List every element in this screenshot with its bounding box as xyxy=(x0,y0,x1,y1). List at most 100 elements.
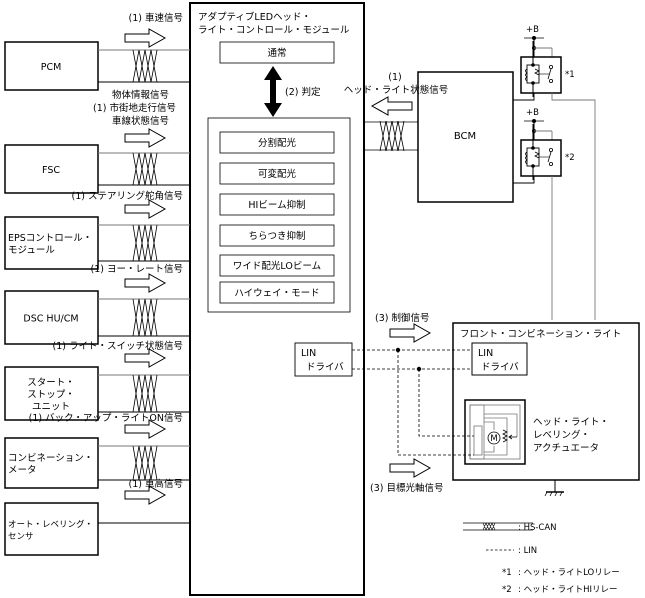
dsc-signal-arrow xyxy=(124,273,166,293)
dsc-box xyxy=(4,290,99,345)
control-signal-label: (3) 制御信号 xyxy=(375,312,429,324)
ssu-label-line: ユニット xyxy=(32,402,70,413)
front-lin-driver-box xyxy=(471,342,528,376)
fsc-signal-label: 物体情報信号 xyxy=(112,89,169,101)
module-ssu: スタート・ストップ・ユニット (1) ライト・スイッチ状態信号 xyxy=(4,340,190,421)
twisted-pair-icon xyxy=(132,374,158,413)
ssu-signal-label: (1) ライト・スイッチ状態信号 xyxy=(53,340,183,352)
mode-box xyxy=(219,224,335,247)
relay-1-supply: +B xyxy=(526,25,539,35)
mode-box xyxy=(219,254,335,277)
main-lin-driver-line1: LIN xyxy=(301,348,316,359)
fsc-signal-label: (1) 市街地走行信号 xyxy=(93,102,176,114)
mode-label: 分割配光 xyxy=(258,137,297,149)
actuator-line1: ヘッド・ライト・ xyxy=(533,417,609,428)
pcm-signal-label: (1) 車速信号 xyxy=(129,12,183,24)
module-als: オート・レベリング・センサ (1) 車高信号 xyxy=(4,478,190,556)
target-signal-label: (3) 目標光軸信号 xyxy=(370,482,443,494)
mode-box xyxy=(219,162,335,185)
meter-box xyxy=(4,437,99,489)
mode-box xyxy=(219,131,335,154)
ssu-box xyxy=(4,366,99,421)
eps-signal-label: (1) ステアリング舵角信号 xyxy=(72,190,183,202)
judge-double-arrow xyxy=(264,66,282,117)
pcm-box xyxy=(4,41,99,91)
dsc-signal-label: (1) ヨー・レート信号 xyxy=(91,263,183,275)
twisted-pair-icon xyxy=(132,49,158,83)
twisted-pair-icon xyxy=(132,152,158,186)
mode-label: ちらつき抑制 xyxy=(248,230,305,242)
motor-icon xyxy=(487,431,501,445)
dsc-label-line: DSC HU/CM xyxy=(23,314,78,325)
mode-box xyxy=(219,281,335,304)
ssu-label-line: スタート・ xyxy=(27,378,75,389)
als-signal-label: (1) 車高信号 xyxy=(129,478,183,490)
fsc-box xyxy=(4,144,99,194)
relay-2: +B *2 xyxy=(513,108,575,320)
eps-label-line: モジュール xyxy=(8,245,55,256)
control-signal-arrow xyxy=(389,323,431,343)
front-lin-driver-line1: LIN xyxy=(478,348,493,359)
relay-2-mark: *2 xyxy=(565,153,575,163)
legend-mark-1: *1 xyxy=(502,568,512,578)
judge-label: (2) 判定 xyxy=(285,86,321,98)
ground-icon xyxy=(544,480,564,497)
fsc-signal-arrow xyxy=(124,128,166,148)
bcm-box xyxy=(417,71,514,203)
target-signal-arrow xyxy=(389,458,431,478)
bcm-label: BCM xyxy=(454,131,476,142)
module-meter: コンビネーション・メータ (1) バック・アップ・ライトON信号 xyxy=(4,412,190,489)
mode-label: 可変配光 xyxy=(258,168,297,180)
pcm-signal-arrow xyxy=(124,28,166,48)
fsc-label-line: FSC xyxy=(42,165,60,176)
front-light-title: フロント・コンビネーション・ライト xyxy=(460,329,621,340)
normal-mode-label: 通常 xyxy=(267,47,286,59)
mode-box xyxy=(219,193,335,216)
module-pcm: PCM (1) 車速信号 xyxy=(4,12,190,91)
module-dsc: DSC HU/CM (1) ヨー・レート信号 xyxy=(4,263,190,345)
meter-label-line: メータ xyxy=(8,465,37,476)
relay-1: +B *1 xyxy=(513,25,596,320)
eps-signal-arrow xyxy=(124,199,166,219)
main-module-title-line1: アダプティブLEDヘッド・ xyxy=(198,11,311,23)
main-module-title-line2: ライト・コントロール・モジュール xyxy=(198,25,350,36)
bcm-signal-arrow xyxy=(370,96,413,116)
normal-mode-box xyxy=(219,41,335,64)
legend-lin: : LIN xyxy=(518,546,537,556)
meter-signal-label: (1) バック・アップ・ライトON信号 xyxy=(29,412,183,424)
front-lin-driver-line2: ドライバ xyxy=(481,362,519,373)
meter-label-line: コンビネーション・ xyxy=(8,453,93,464)
als-label-line: センサ xyxy=(8,532,34,542)
relay-2-supply: +B xyxy=(526,108,539,118)
twisted-pair-icon xyxy=(132,224,158,262)
als-box xyxy=(4,502,99,556)
legend-hs-can: : HS-CAN xyxy=(518,523,557,533)
eps-box xyxy=(4,216,99,270)
pcm-label-line: PCM xyxy=(41,62,62,73)
main-lin-driver-box xyxy=(294,342,353,377)
main-lin-driver-line2: ドライバ xyxy=(306,362,344,373)
eps-label-line: EPSコントロール・ xyxy=(8,233,92,244)
relay-1-mark: *1 xyxy=(565,70,575,80)
twisted-pair-icon xyxy=(132,298,158,337)
mode-label: HIビーム抑制 xyxy=(248,199,305,211)
twisted-pair-icon xyxy=(132,445,158,481)
mode-label: ワイド配光LOビーム xyxy=(233,260,321,272)
leveling-actuator: M xyxy=(464,399,526,465)
mode-label: ハイウェイ・モード xyxy=(234,288,319,299)
bcm-signal-line1: (1) xyxy=(388,72,401,83)
legend: : HS-CAN : LIN *1 : ヘッド・ライトLOリレー *2 : ヘッ… xyxy=(463,522,620,595)
bcm-signal-line2: ヘッド・ライト状態信号 xyxy=(344,84,449,96)
actuator-line3: アクチュエータ xyxy=(533,443,599,454)
legend-mark-2: *2 xyxy=(502,585,512,595)
module-eps: EPSコントロール・モジュール (1) ステアリング舵角信号 xyxy=(4,190,190,270)
fsc-signal-label: 車線状態信号 xyxy=(112,115,169,127)
legend-relay-lo: : ヘッド・ライトLOリレー xyxy=(518,568,620,578)
ssu-label-line: ストップ・ xyxy=(27,390,75,401)
lin-bus-lines xyxy=(352,349,474,456)
als-label-line: オート・レベリング・ xyxy=(8,519,93,530)
motor-symbol: M xyxy=(490,434,497,444)
actuator-line2: レベリング・ xyxy=(533,429,590,441)
